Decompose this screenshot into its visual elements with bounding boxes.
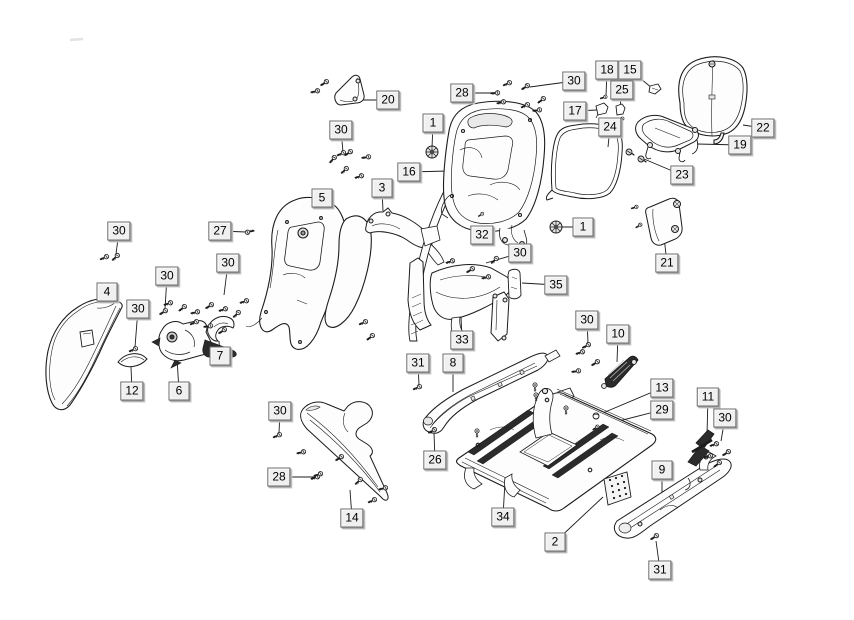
- callout-5: 5: [311, 188, 333, 208]
- part-bracket-25: [615, 103, 626, 116]
- part-front-fender-4: [45, 298, 123, 411]
- callout-11: 11: [696, 387, 720, 407]
- callout-31: 31: [648, 560, 672, 580]
- part-inner-shield-16: [420, 100, 546, 249]
- callout-24: 24: [598, 117, 622, 137]
- part-left-sill-8: [422, 349, 561, 434]
- part-bracket-17: [595, 102, 609, 119]
- callout-25: 25: [610, 80, 634, 100]
- callout-28: 28: [267, 467, 291, 487]
- part-side-panel-21: [645, 197, 683, 246]
- callout-30: 30: [508, 243, 532, 263]
- part-side-cover-14: [300, 401, 389, 501]
- callout-14: 14: [340, 508, 364, 528]
- callout-1: 1: [572, 217, 594, 237]
- callout-30: 30: [562, 71, 586, 91]
- callout-27: 27: [208, 221, 232, 241]
- callout-30: 30: [713, 408, 737, 428]
- callout-6: 6: [168, 381, 190, 401]
- callout-21: 21: [655, 253, 679, 273]
- callout-30: 30: [268, 401, 292, 421]
- callout-31: 31: [406, 353, 430, 373]
- callout-23: 23: [670, 165, 694, 185]
- callout-7: 7: [209, 346, 231, 366]
- callout-33: 33: [450, 330, 474, 350]
- part-bracket-7: [207, 315, 235, 342]
- callout-17: 17: [563, 101, 587, 121]
- callout-19: 19: [728, 135, 752, 155]
- part-front-shield-5: [245, 196, 372, 350]
- callout-1: 1: [422, 113, 444, 133]
- callout-30: 30: [126, 299, 150, 319]
- part-strip-35: [507, 268, 522, 300]
- part-clamp-15: [648, 83, 662, 95]
- part-stand-bracket-11: [687, 429, 715, 467]
- part-strip-12: [117, 353, 148, 368]
- callout-30: 30: [329, 120, 353, 140]
- callout-2: 2: [544, 532, 566, 552]
- part-inner-cover-33: [407, 257, 512, 342]
- callout-30: 30: [575, 310, 599, 330]
- part-floor-panel-34: [456, 387, 657, 512]
- callout-30: 30: [216, 253, 240, 273]
- part-grille-10: [601, 355, 639, 389]
- callout-16: 16: [397, 162, 421, 182]
- artifact-mark: [69, 37, 84, 42]
- callout-34: 34: [491, 507, 515, 527]
- part-mat-plate-2: [603, 471, 632, 506]
- callout-28: 28: [450, 83, 474, 103]
- part-windshield-22: [678, 56, 748, 145]
- callout-15: 15: [618, 60, 642, 80]
- callout-4: 4: [96, 282, 118, 302]
- part-lid-20: [334, 74, 365, 106]
- callout-32: 32: [470, 225, 494, 245]
- callout-10: 10: [606, 324, 630, 344]
- callout-35: 35: [544, 275, 568, 295]
- callout-30: 30: [107, 221, 131, 241]
- callout-26: 26: [423, 450, 447, 470]
- callout-12: 12: [120, 381, 144, 401]
- callout-8: 8: [442, 353, 464, 373]
- callout-3: 3: [371, 178, 393, 198]
- callout-29: 29: [650, 400, 674, 420]
- callout-18: 18: [595, 60, 619, 80]
- callout-20: 20: [376, 90, 400, 110]
- part-windshield-seal-24: [545, 123, 623, 201]
- callout-13: 13: [650, 378, 674, 398]
- part-windshield-bracket-19: [635, 114, 699, 163]
- callout-9: 9: [651, 460, 673, 480]
- callout-30: 30: [155, 266, 179, 286]
- callout-22: 22: [751, 118, 775, 138]
